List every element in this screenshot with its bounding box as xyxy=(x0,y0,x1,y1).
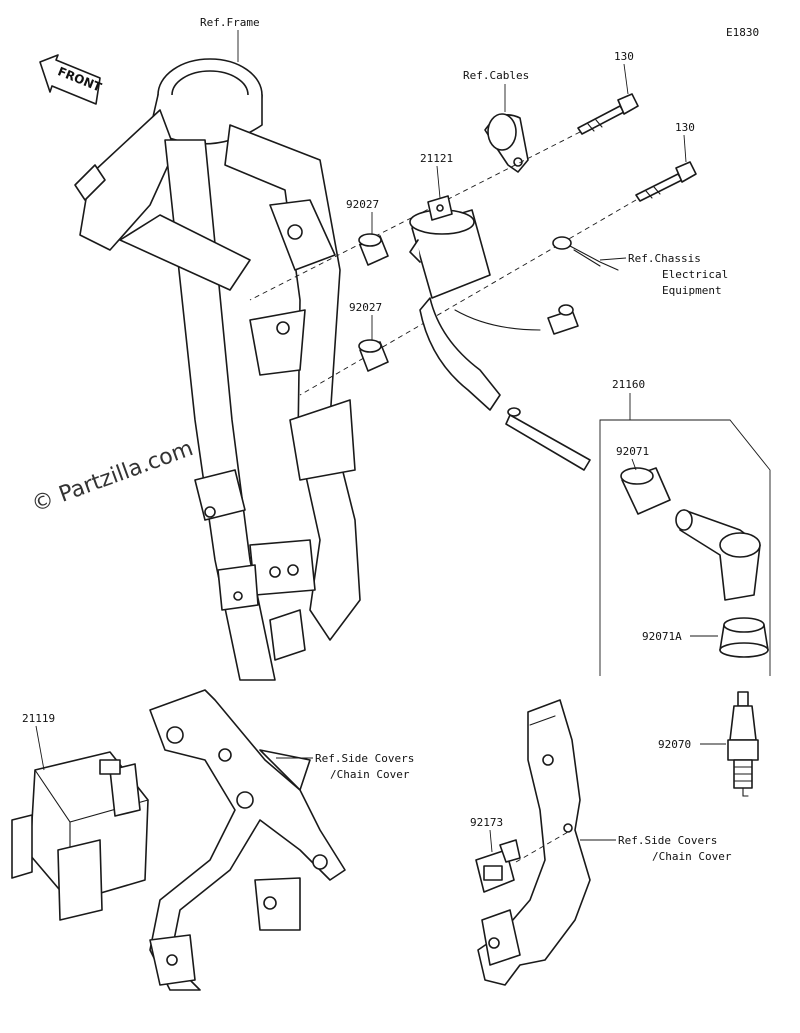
frame-illustration xyxy=(74,58,361,681)
callout-ref-side-covers-2: /Chain Cover xyxy=(330,768,410,781)
bolt-130-upper xyxy=(577,93,639,135)
callout-92070: 92070 xyxy=(658,738,691,751)
callout-ref-chassis-2: Electrical xyxy=(662,268,728,281)
ignition-coil-illustration xyxy=(409,195,591,471)
callout-ref-cables: Ref.Cables xyxy=(463,69,529,82)
collar-92027-upper xyxy=(358,233,389,266)
ring-terminal-illustration xyxy=(552,236,619,271)
bolt-130-lower xyxy=(635,161,697,202)
callout-92071: 92071 xyxy=(616,445,649,458)
callout-130-a: 130 xyxy=(614,50,634,63)
collar-92027-lower xyxy=(358,339,389,372)
callout-ref-chassis-1: Ref.Chassis xyxy=(628,252,701,265)
seal-92071A xyxy=(719,617,769,658)
callout-21160: 21160 xyxy=(612,378,645,391)
callout-130-b: 130 xyxy=(675,121,695,134)
callout-ref-side-covers-b2: /Chain Cover xyxy=(652,850,732,863)
callout-21121: 21121 xyxy=(420,152,453,165)
callout-92027-b: 92027 xyxy=(349,301,382,314)
cdi-bracket-illustration xyxy=(149,689,346,991)
relay-bracket-illustration xyxy=(477,699,591,986)
callout-ref-side-covers-b1: Ref.Side Covers xyxy=(618,834,717,847)
callout-92027-a: 92027 xyxy=(346,198,379,211)
diagram-id: E1830 xyxy=(726,26,759,39)
plug-cap-boot-92071 xyxy=(620,467,671,515)
callout-ref-side-covers-1: Ref.Side Covers xyxy=(315,752,414,765)
watermark: © Partzilla.com xyxy=(29,436,197,518)
group-bracket xyxy=(599,419,771,676)
cdi-unit-illustration xyxy=(11,751,149,921)
callout-ref-chassis-3: Equipment xyxy=(662,284,722,297)
spark-plug-illustration xyxy=(727,691,759,797)
callout-92071A: 92071A xyxy=(642,630,682,643)
plug-cap-illustration xyxy=(675,509,761,601)
cable-clamp-illustration xyxy=(484,113,529,173)
relay-92173-illustration xyxy=(475,839,521,893)
callout-ref-frame: Ref.Frame xyxy=(200,16,260,29)
front-arrow-icon: FRONT xyxy=(39,54,104,105)
callout-92173: 92173 xyxy=(470,816,503,829)
callout-21119: 21119 xyxy=(22,712,55,725)
